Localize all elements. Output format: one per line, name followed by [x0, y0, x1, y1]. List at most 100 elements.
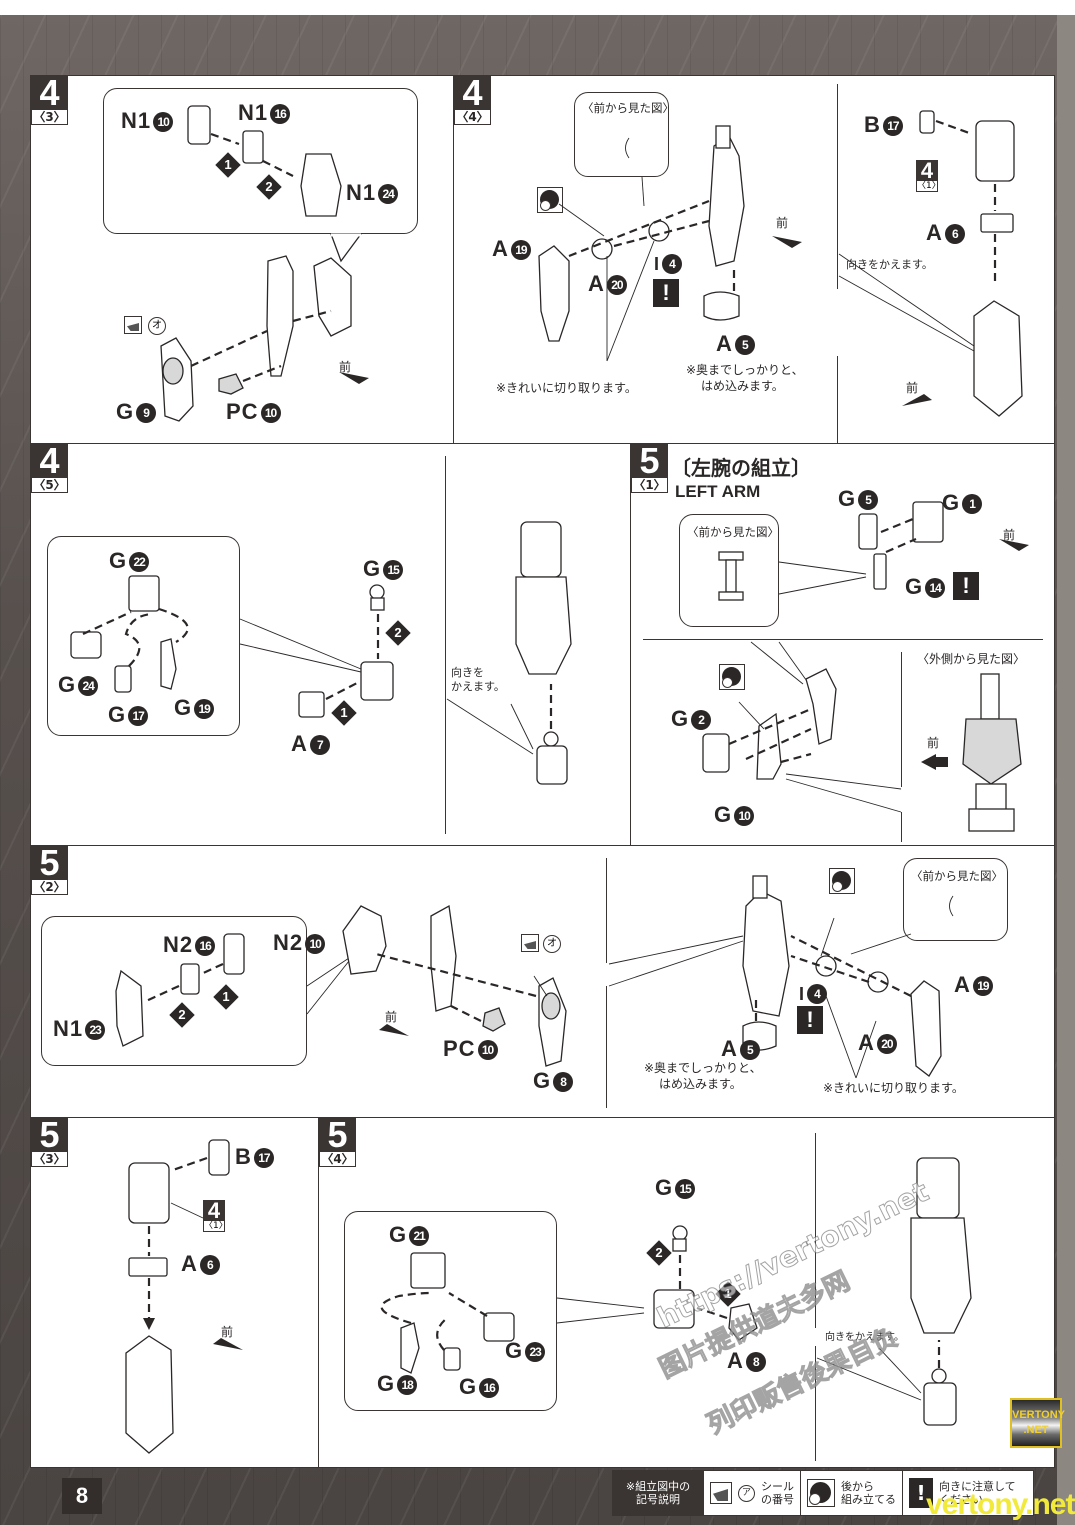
- part-shoulder-frame: [805, 668, 837, 745]
- part-g15-base: [370, 597, 385, 611]
- part-n1-23: [115, 969, 144, 1047]
- section-divider: [901, 652, 902, 787]
- outside-view-title: 〈外側から見た図〉: [917, 652, 1026, 666]
- step-badge: 5 〈1〉: [631, 443, 668, 493]
- warning-icon: !: [653, 279, 679, 307]
- section-title-en: LEFT ARM: [675, 482, 761, 501]
- part-n1-24: [300, 153, 342, 217]
- part-hand: [923, 1382, 957, 1426]
- part-outside-peg: [980, 673, 1000, 720]
- step-5-2-drawing: [115, 875, 954, 1079]
- section-title-jp: 〔左腕の組立〕: [671, 456, 811, 480]
- front-direction-label: 前: [927, 736, 940, 750]
- step-4-4-drawing: [538, 110, 1023, 417]
- warning-icon: !: [797, 1006, 823, 1034]
- front-view-title: 〈前から見た図〉: [687, 525, 779, 539]
- warning-icon: !: [909, 1478, 933, 1508]
- assemble-later-icon: [829, 868, 855, 894]
- part-upper-arm: [128, 1162, 170, 1224]
- part-outside-shell: [962, 718, 1022, 785]
- part-a7: [298, 691, 325, 718]
- legend-title: ※組立図中の記号説明: [613, 1471, 703, 1515]
- legend-assemble-later: 後から組み立てる: [800, 1471, 902, 1515]
- step-5-1-drawing: [702, 501, 1029, 832]
- turn-around-note: 向きをかえます。: [451, 666, 505, 693]
- part-g24: [70, 631, 102, 659]
- front-direction-label: 前: [906, 381, 919, 395]
- section-divider: [837, 84, 838, 289]
- section-divider: [901, 812, 902, 842]
- assemble-later-icon: [807, 1479, 835, 1507]
- part-joint-peg: [715, 125, 731, 149]
- symbol-legend: ※組立図中の記号説明 ア シールの番号 後から組み立てる ! 向きに注意してくだ…: [612, 1470, 1034, 1516]
- part-i4: [648, 220, 670, 242]
- reference-step-badge: 4 〈1〉: [916, 158, 941, 192]
- press-firm-note-1: ※奥までしっかりと、: [644, 1061, 762, 1075]
- step-badge: 4 〈5〉: [31, 443, 68, 493]
- part-pc10: [218, 373, 244, 395]
- watermark-corner-text: vertony.net: [926, 1488, 1075, 1521]
- part-a6: [980, 213, 1014, 233]
- part-g15: [369, 584, 385, 600]
- press-firm-note-2: はめ込みます。: [659, 1077, 742, 1091]
- order-marker-2: 2: [256, 174, 282, 200]
- front-view-callout: [574, 92, 669, 177]
- sticker-letter: オ: [543, 935, 561, 953]
- part-b17: [208, 1139, 230, 1176]
- step-sub-number: 〈3〉: [31, 110, 68, 125]
- part-forearm: [708, 135, 745, 267]
- page-right-edge: [1057, 15, 1075, 1525]
- part-inner-frame: [266, 255, 294, 377]
- front-view-title: 〈前から見た図〉: [582, 101, 674, 115]
- step-number: 4: [31, 443, 68, 479]
- page-top-margin: [0, 0, 1075, 15]
- step-badge: 5 〈4〉: [319, 1117, 356, 1167]
- part-g14: [873, 553, 887, 590]
- part-a19: [538, 245, 570, 342]
- step-number: 4: [454, 75, 491, 111]
- assemble-later-icon: [719, 664, 745, 690]
- part-forearm-assembly: [910, 1217, 972, 1334]
- front-arrow-icon: [921, 754, 936, 770]
- part-n2-10: [223, 933, 245, 975]
- front-direction-label: 前: [339, 360, 352, 374]
- part-hand-frame: [360, 661, 394, 701]
- part-g8: [538, 977, 567, 1067]
- front-direction-label: 前: [385, 1010, 398, 1024]
- step-5-1-panel: 5 〈1〉 〔左腕の組立〕 LEFT ARM 〈前から見た図〉 〈外側から見た図…: [630, 443, 1055, 846]
- part-arm-assembly: [125, 1335, 174, 1454]
- step-5-4-drawing: [380, 1157, 972, 1426]
- section-divider: [815, 1346, 816, 1461]
- step-number: 5: [631, 443, 668, 479]
- reference-step-badge: 4 〈1〉: [203, 1198, 228, 1232]
- cut-clean-note: ※きれいに切り取ります。: [823, 1081, 964, 1095]
- part-g5: [858, 513, 878, 550]
- order-marker-2: 2: [169, 1002, 195, 1028]
- sticker-icon: [521, 934, 539, 952]
- step-5-2-panel: 5 〈2〉 〈前から見た図〉: [30, 845, 1055, 1118]
- front-arrow-icon: [999, 539, 1029, 551]
- front-view-callout: [903, 858, 1008, 941]
- sticker-icon: [124, 316, 142, 334]
